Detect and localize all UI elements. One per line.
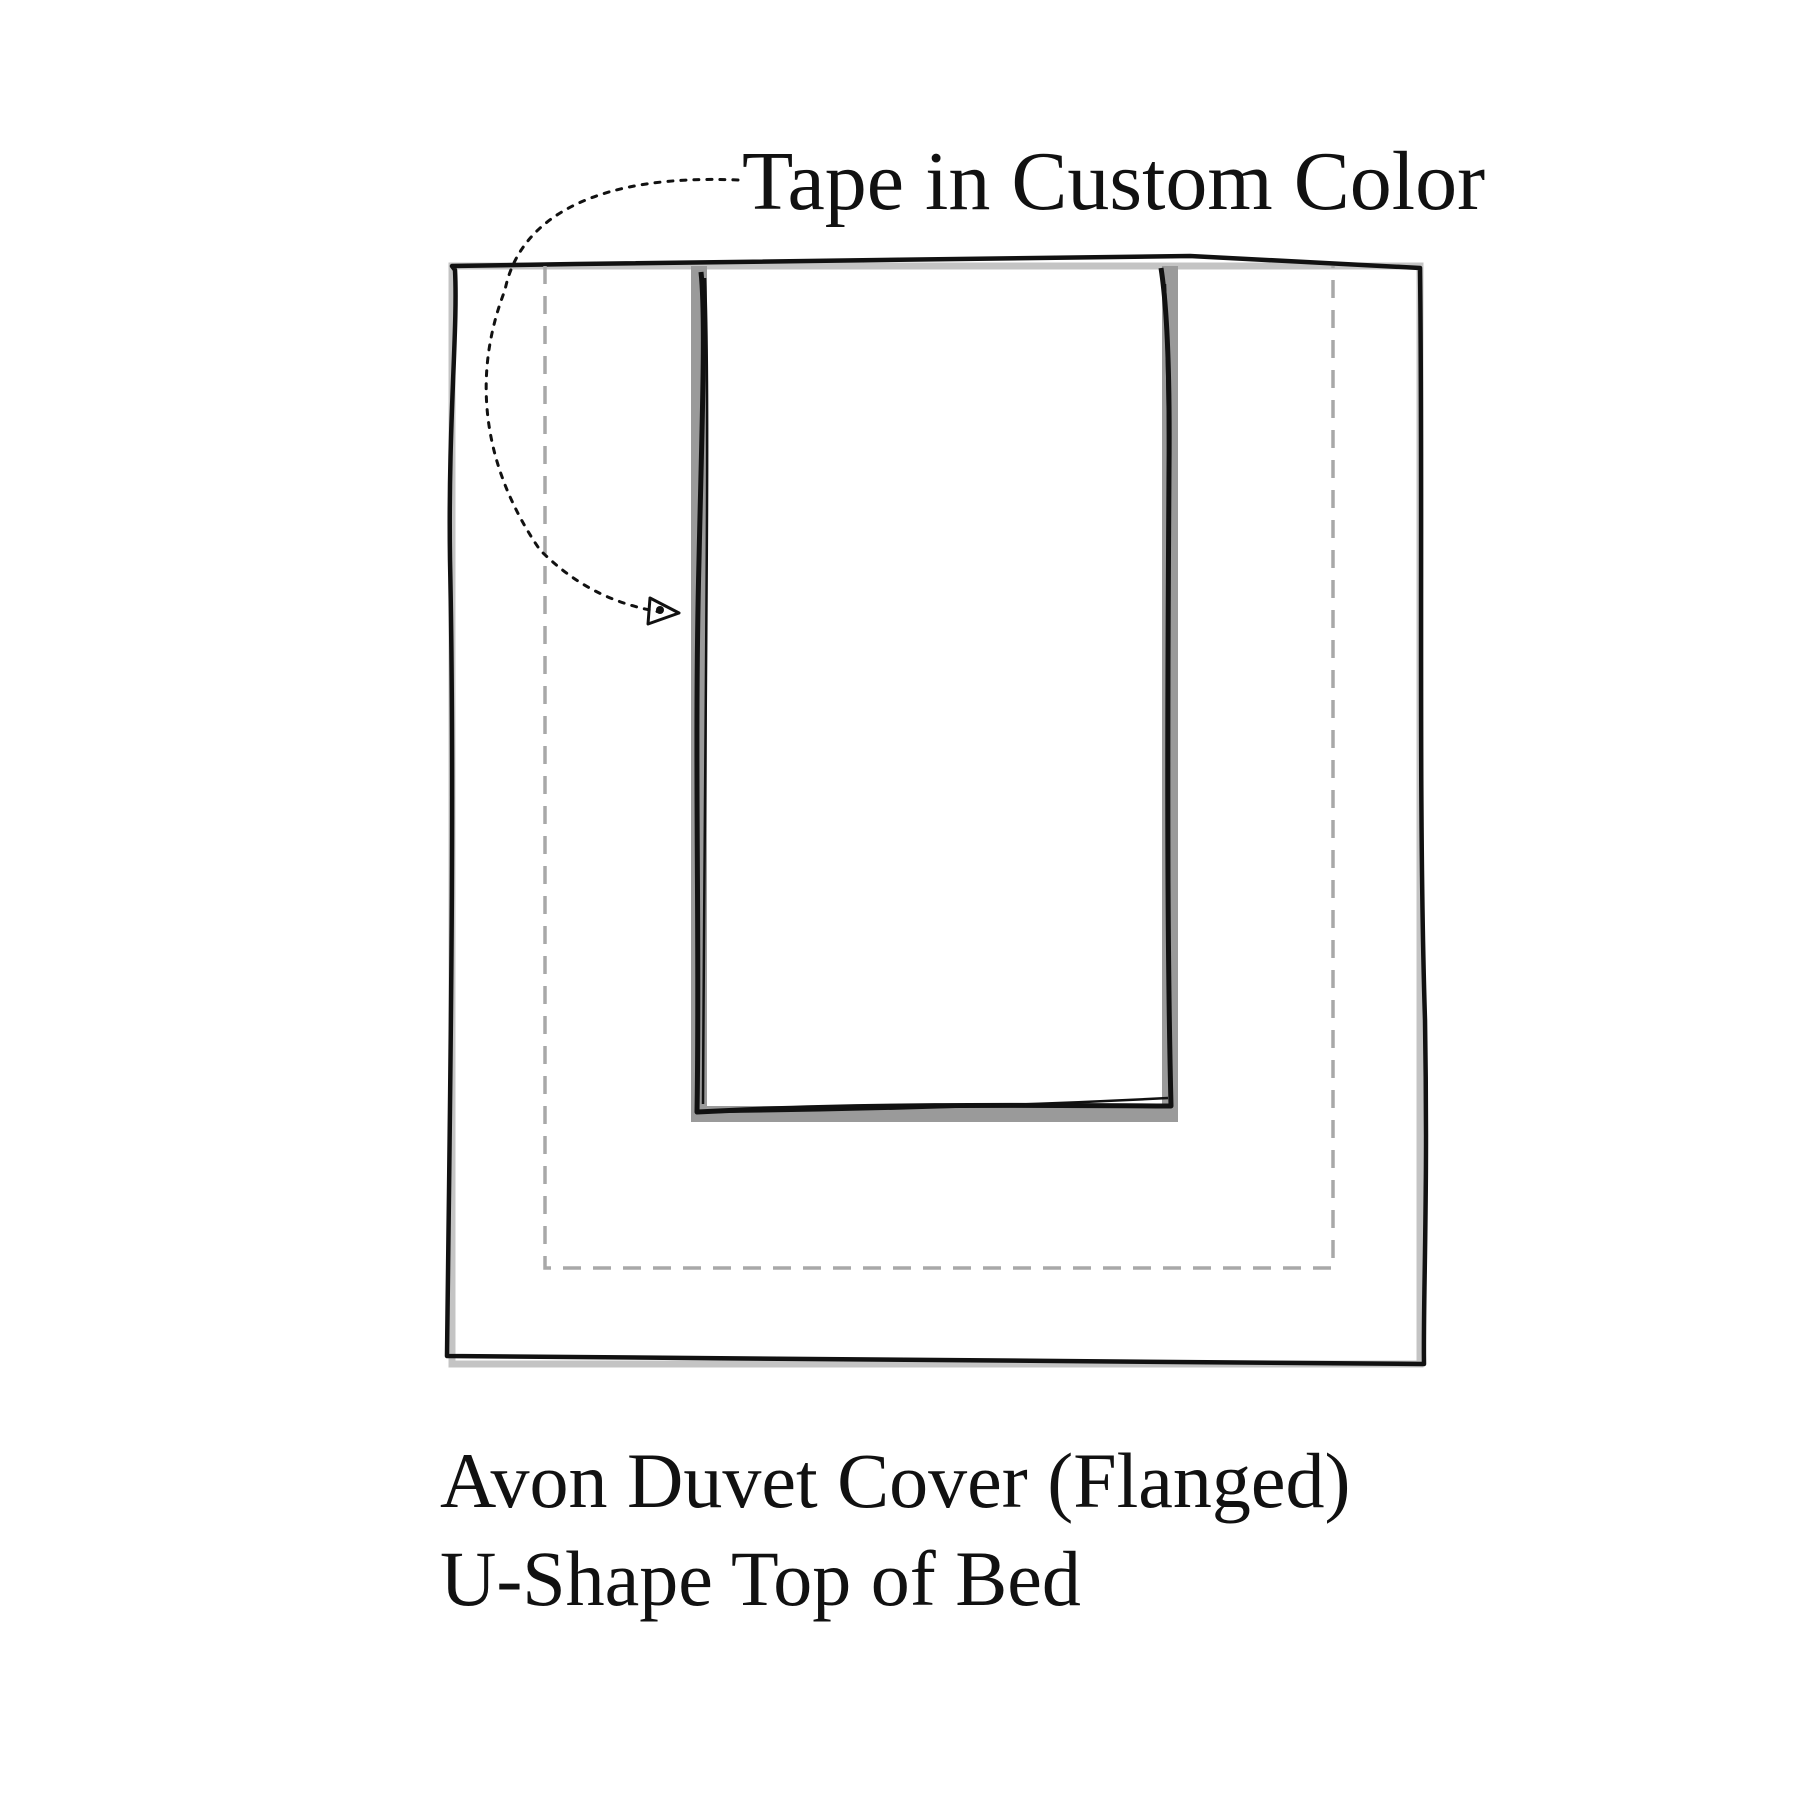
diagram-caption: Avon Duvet Cover (Flanged) U-Shape Top o…	[440, 1432, 1351, 1628]
callout-arrow-head	[646, 596, 681, 626]
outer-panel-outline	[444, 253, 1429, 1367]
flange-stitch-line	[543, 266, 1335, 1270]
callout-arrow-line	[484, 177, 740, 614]
u-cutout-outline	[694, 267, 1174, 1115]
u-cutout-tape	[691, 266, 1178, 1122]
callout-arrow-head-dot	[656, 606, 664, 614]
caption-line-product: Avon Duvet Cover (Flanged)	[440, 1437, 1351, 1524]
caption-line-shape: U-Shape Top of Bed	[440, 1535, 1081, 1622]
outer-panel-tape	[448, 262, 1424, 1368]
tape-callout-label: Tape in Custom Color	[742, 135, 1486, 228]
u-cutout-outline-sketch	[701, 277, 1172, 1114]
